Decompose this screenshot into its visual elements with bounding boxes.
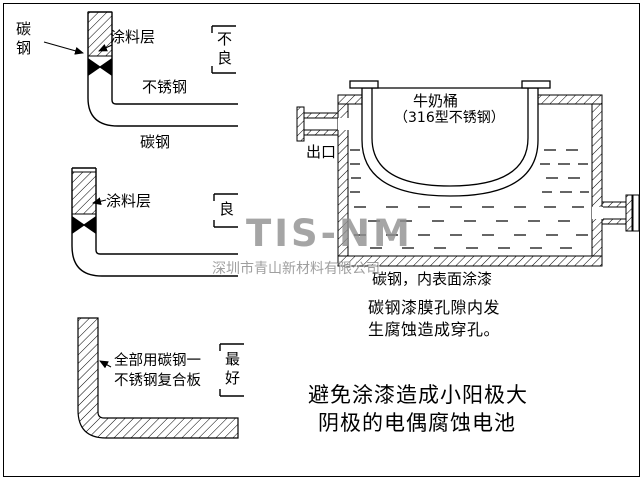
tank-shell-walls — [337, 94, 603, 267]
d1-carbon-steel-bottom-label: 碳钢 — [140, 133, 171, 151]
d3-rating-best: 最好 — [225, 350, 241, 387]
diagram2-coating-arrow — [92, 197, 107, 206]
diagram2-inner-wall — [95, 168, 238, 255]
d1-carbon-steel-top-label: 碳钢 — [16, 20, 32, 57]
diagram2-coating-hatch — [71, 171, 97, 215]
d2-rating-good: 良 — [219, 200, 235, 218]
tank-outlet-label: 出口 — [306, 143, 337, 161]
diagram1-coating-arrow — [98, 44, 113, 52]
diagram3-clad-band — [77, 317, 239, 439]
tank-subtitle-316-stainless: （316型不锈钢） — [394, 110, 505, 126]
diagram3-label-arrow — [99, 360, 112, 369]
d1-rating-bad: 不良 — [217, 30, 233, 67]
diagram1-weld-seam — [88, 58, 112, 76]
d3-clad-plate-label-line1: 全部用碳钢一 — [114, 353, 201, 369]
diagram2-weld-seam — [72, 216, 96, 234]
caption-line1: 避免涂漆造成小阳极大 — [308, 383, 528, 407]
d1-stainless-steel-label: 不锈钢 — [142, 78, 188, 96]
d3-clad-plate-label-line2: 不锈钢复合板 — [114, 373, 201, 389]
tank-shell-material-label: 碳钢，内表面涂漆 — [372, 270, 493, 288]
d1-coating-layer-label: 涂料层 — [110, 28, 156, 46]
diagram1-carbon-arrow — [43, 41, 84, 55]
diagram2-outer-wall — [71, 168, 238, 277]
diagram2-pipe-joint — [71, 167, 238, 277]
diagram1-inner-wall — [111, 12, 238, 105]
porosity-note-line2: 生腐蚀造成穿孔。 — [368, 320, 501, 339]
diagram3-rating-bracket — [219, 343, 244, 397]
watermark-brand: TIS-NM — [246, 212, 413, 255]
tank-outlet-pipe — [296, 106, 349, 142]
tank-title-milk-bucket: 牛奶桶 — [413, 92, 459, 110]
figure-border — [3, 3, 640, 477]
diagram2-rating-bracket — [213, 193, 238, 228]
caption-line2: 阴极的电偶腐蚀电池 — [318, 411, 516, 435]
tank-diagram — [296, 80, 640, 267]
porosity-note-line1: 碳钢漆膜孔隙内发 — [368, 298, 501, 317]
d2-coating-layer-label: 涂料层 — [106, 192, 152, 210]
liquid-dashes — [350, 149, 589, 249]
tank-side-pipe — [592, 194, 640, 232]
watermark-company: 深圳市青山新材料有限公司 — [212, 261, 380, 277]
diagram1-coating-hatch — [87, 11, 113, 57]
diagram1-rating-bracket — [211, 25, 236, 74]
milk-bucket — [349, 80, 551, 197]
diagram3-clad-angle — [77, 317, 244, 439]
diagram1-pipe-joint — [43, 11, 238, 127]
diagram1-outer-wall — [87, 12, 238, 127]
